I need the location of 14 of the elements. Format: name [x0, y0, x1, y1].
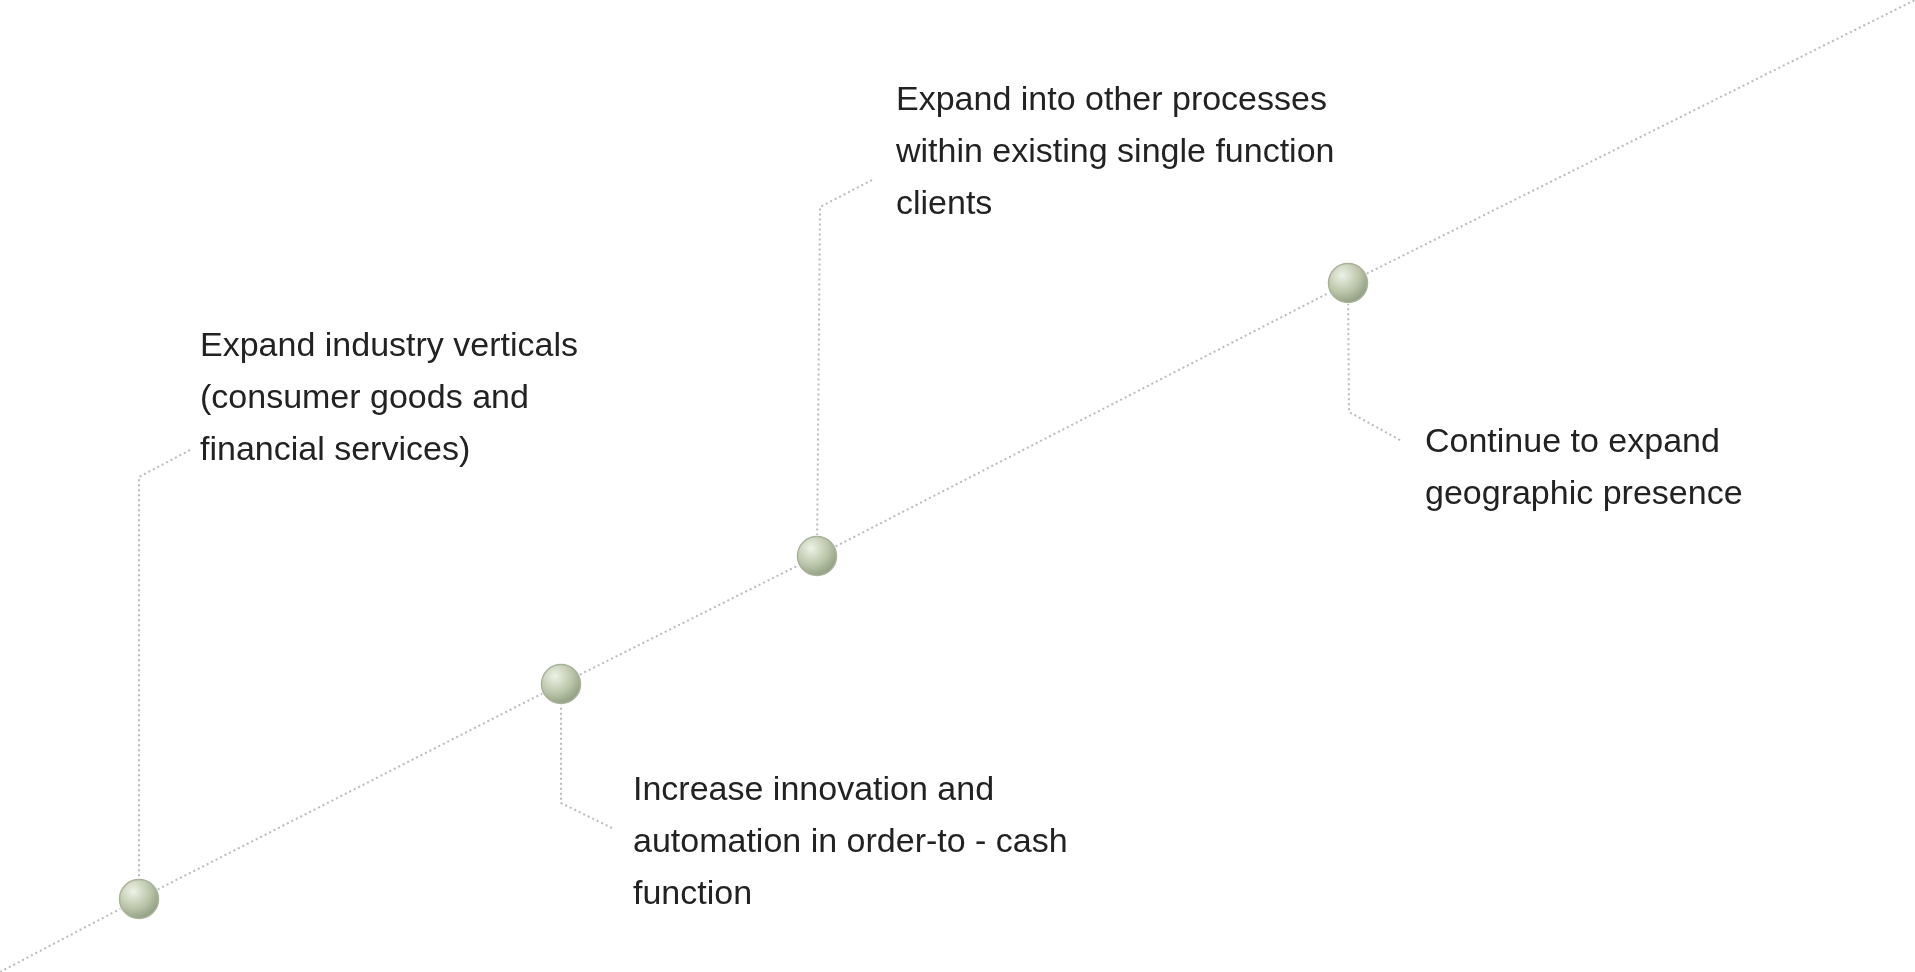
milestone-dot — [540, 663, 582, 705]
milestone-text: Expand into other processes within existing single function clients — [896, 72, 1356, 228]
leader-line — [816, 179, 873, 536]
timeline-line — [0, 907, 122, 972]
milestone-dot — [118, 878, 160, 920]
timeline-line — [156, 692, 544, 891]
timeline-line — [1365, 0, 1915, 275]
milestone-text: Continue to expand geographic presence — [1425, 414, 1805, 518]
milestone-dot — [796, 535, 838, 577]
leader-line — [1347, 303, 1401, 441]
milestone-text: Increase innovation and automation in order-to - cash function — [633, 762, 1073, 918]
milestone-text: Expand industry verticals (consumer goods and financial services) — [200, 318, 640, 474]
leader-line — [138, 449, 191, 879]
milestone-dot — [1327, 262, 1369, 304]
